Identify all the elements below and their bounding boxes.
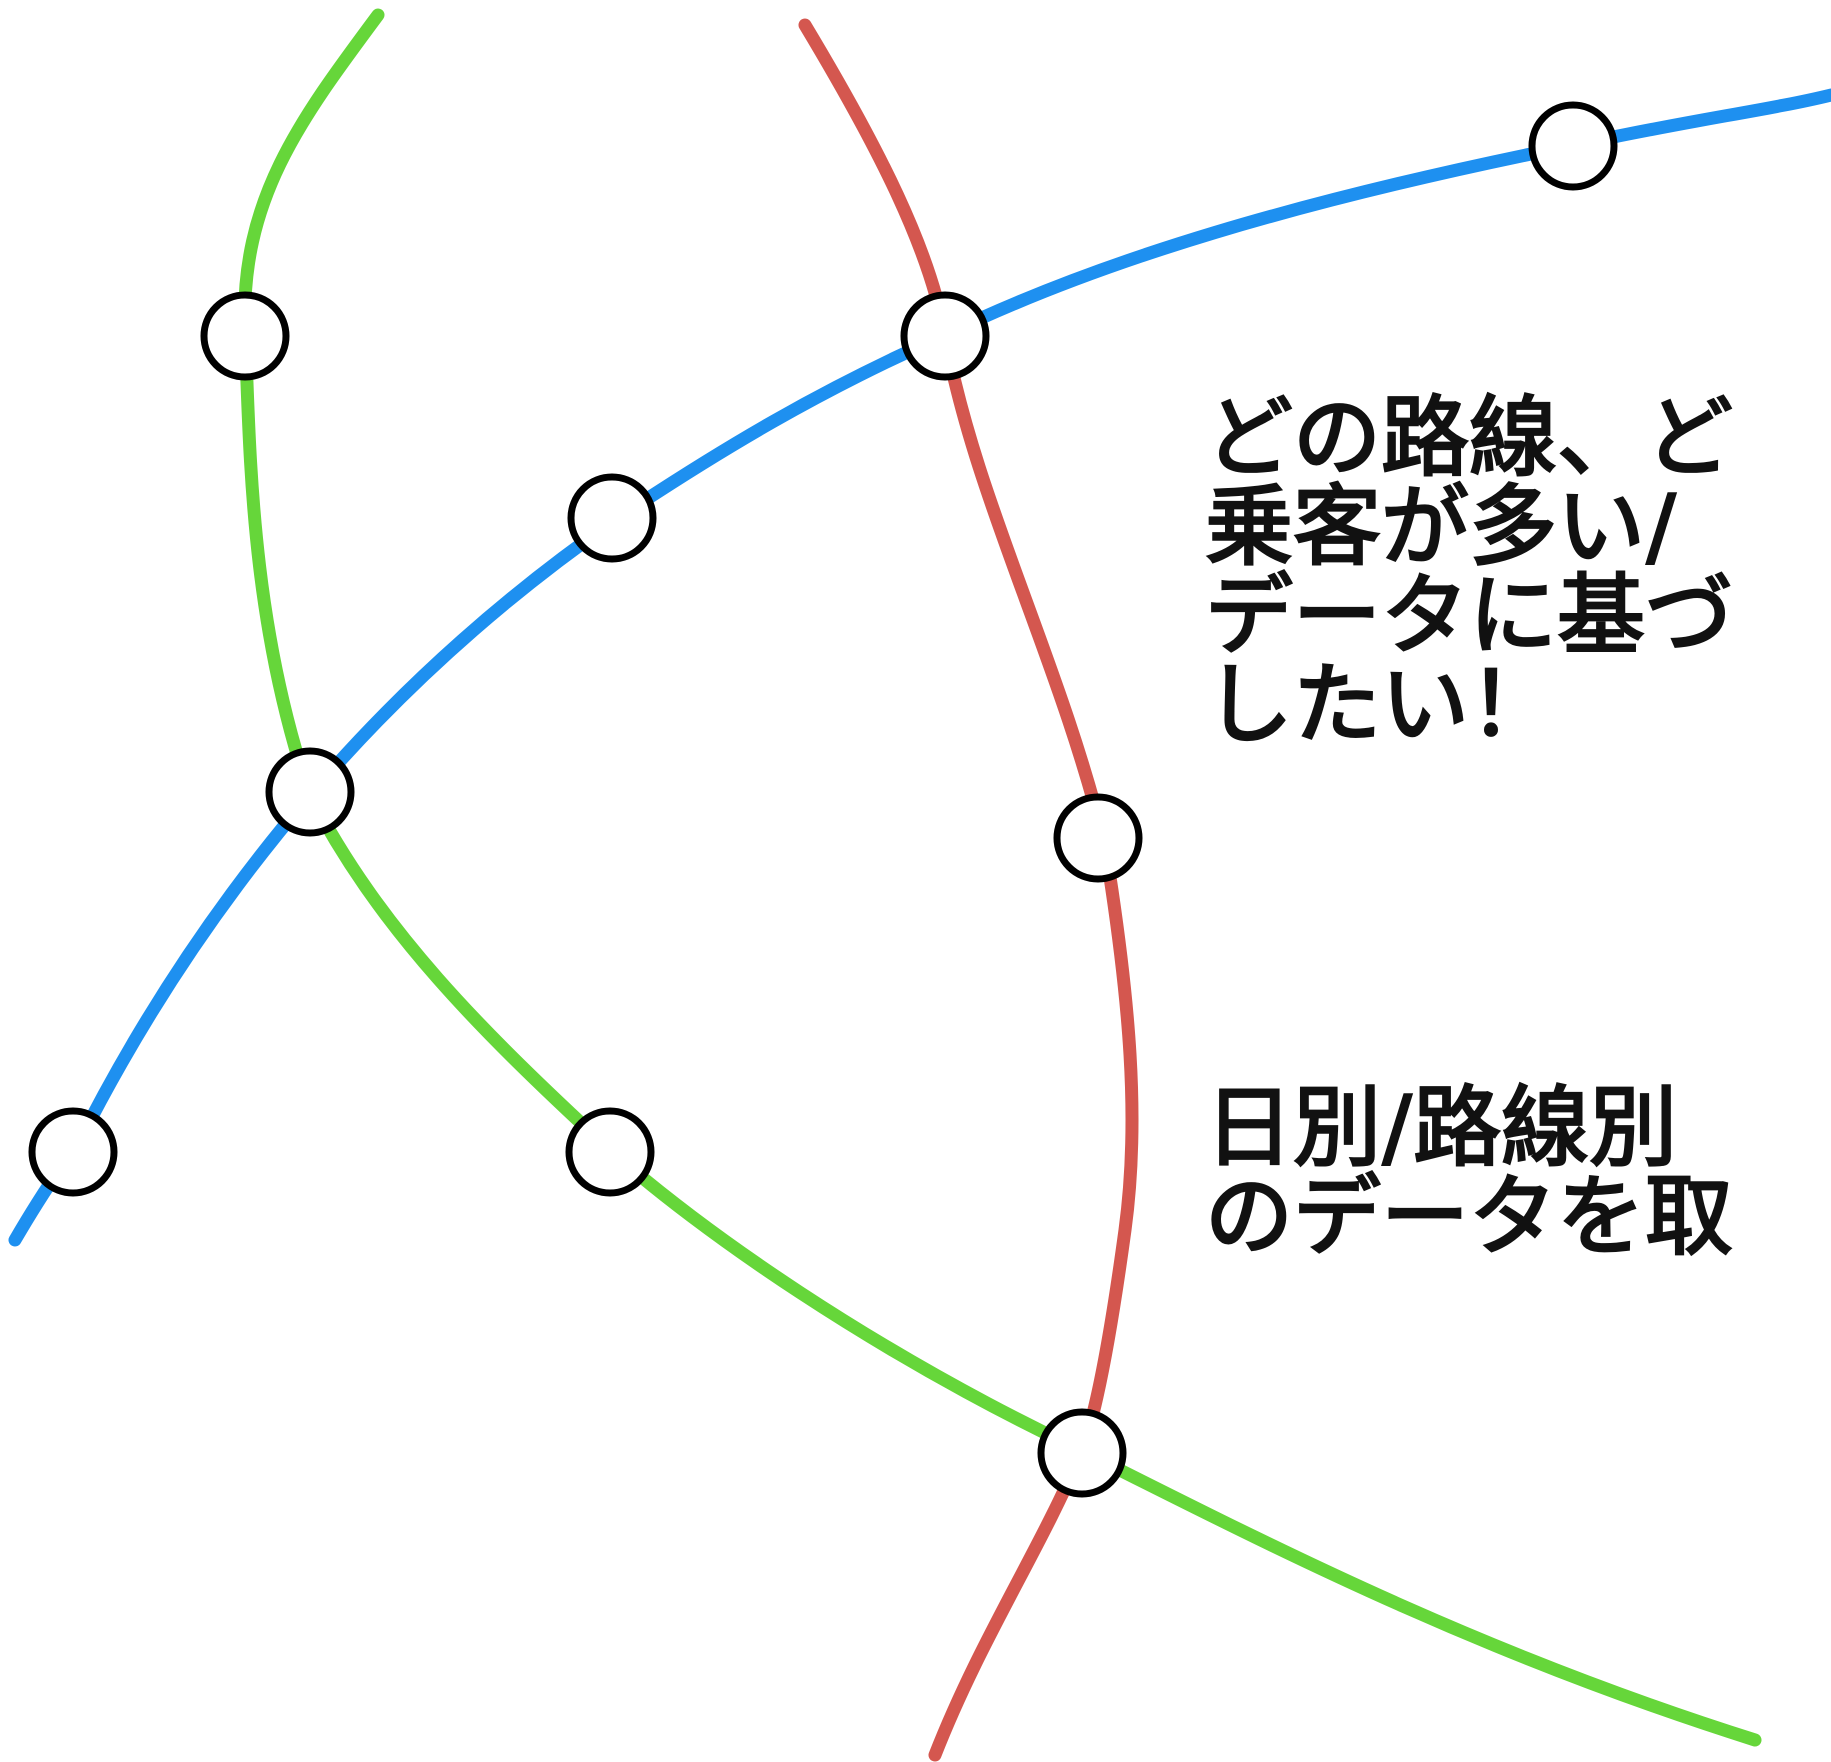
green-line (238, 8, 1762, 1747)
stations-group (28, 101, 1618, 1498)
station (900, 291, 990, 381)
station (200, 291, 290, 381)
description-text-2: 日別/路線別 のデータを取 (1205, 1083, 1733, 1261)
description-line: 日別/路線別 (1205, 1076, 1678, 1179)
station (28, 1107, 118, 1197)
station (1528, 101, 1618, 191)
station (565, 1107, 655, 1197)
description-line: のデータを取 (1205, 1165, 1734, 1268)
description-text-1: どの路線、ど 乗客が多い/ データに基づ したい！ (1205, 393, 1733, 749)
description-line: データに基づ (1205, 564, 1734, 667)
station (1053, 793, 1143, 883)
station (265, 747, 355, 837)
description-line: したい！ (1205, 653, 1558, 756)
station (1037, 1408, 1127, 1498)
blue-line (8, 88, 1831, 1247)
description-line: どの路線、ど (1205, 386, 1734, 489)
station (567, 473, 657, 563)
description-line: 乗客が多い/ (1205, 475, 1678, 578)
